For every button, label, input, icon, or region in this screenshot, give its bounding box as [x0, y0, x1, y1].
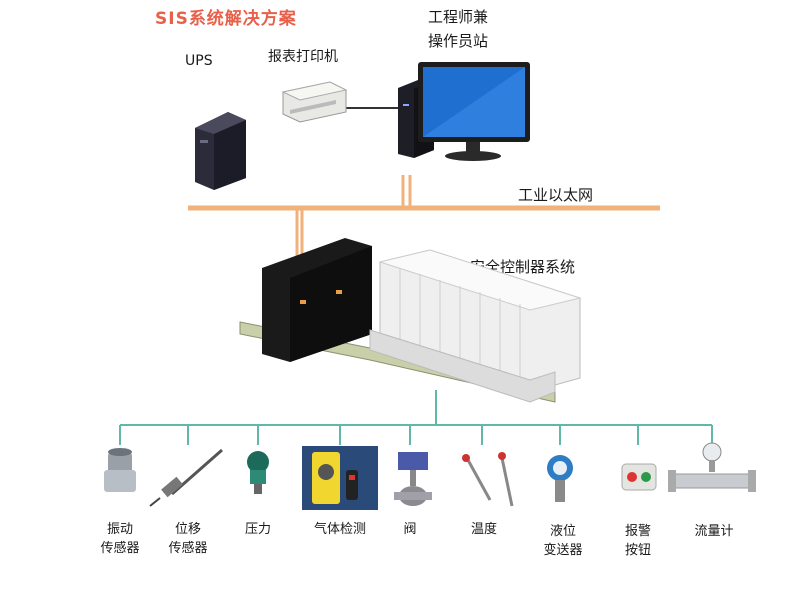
alarm-button-icon — [621, 463, 657, 491]
device-label-level: 液位 变送器 — [543, 524, 583, 558]
device-label-vibration: 振动 传感器 — [100, 522, 140, 556]
ups-label: UPS — [185, 53, 213, 69]
device-label-temperature: 温度 — [470, 522, 497, 537]
valve-icon — [394, 452, 432, 506]
device-label-gas: 气体检测 — [313, 522, 366, 537]
station-label-line2: 操作员站 — [428, 32, 489, 50]
device-label-valve: 阀 — [403, 522, 417, 537]
temperature-probe-icon — [462, 452, 514, 507]
device-label-displacement: 位移 传感器 — [168, 522, 208, 556]
ethernet-label: 工业以太网 — [518, 186, 594, 204]
displacement-sensor-icon — [149, 448, 223, 507]
flowmeter-icon — [668, 442, 756, 492]
station-label-line1: 工程师兼 — [428, 8, 489, 26]
diagram-title: SIS系统解决方案 — [155, 9, 297, 29]
device-label-flowmeter: 流量计 — [694, 524, 734, 539]
vibration-sensor-icon — [104, 448, 136, 492]
device-drops — [119, 425, 713, 445]
pressure-transmitter-icon — [247, 451, 269, 494]
device-label-pressure: 压力 — [244, 522, 271, 537]
device-label-alarm: 报警 按钮 — [624, 524, 651, 558]
gas-detector-icon — [302, 446, 378, 510]
level-transmitter-icon — [547, 455, 573, 502]
printer-label: 报表打印机 — [268, 49, 338, 65]
